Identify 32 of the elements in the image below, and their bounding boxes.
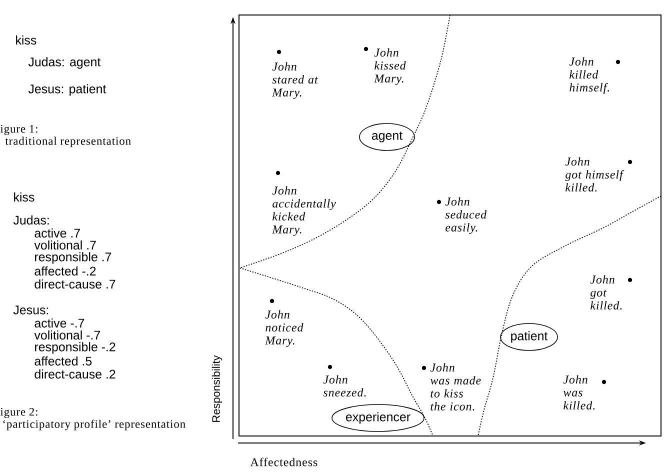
feature-value: direct-cause .7	[34, 279, 116, 289]
feature-value: affected .5	[34, 356, 92, 366]
feature-value: volitional -.7	[34, 330, 100, 340]
participant-name: Judas:	[13, 215, 49, 225]
figure-caption: igure 1:	[0, 124, 38, 136]
figure-caption: traditional representation	[5, 136, 131, 148]
verb-heading: kiss	[14, 192, 34, 202]
role-assignment: Judas: agent	[28, 57, 101, 69]
example-sentence: John seduced easily.	[445, 197, 487, 234]
feature-value: active .7	[34, 228, 80, 238]
example-sentence: John stared at Mary.	[272, 62, 318, 99]
axis-label: Affectedness	[250, 458, 318, 466]
feature-value: responsible -.2	[35, 342, 116, 354]
role-assignment: Jesus: patient	[28, 84, 106, 96]
example-sentence: John killed himself.	[569, 57, 609, 94]
figure-caption: ‘participatory profile’ representation	[3, 420, 186, 430]
feature-value: responsible .7	[35, 252, 112, 264]
example-sentence: John was made to kiss the icon.	[430, 363, 481, 410]
figure-caption: igure 2:	[0, 408, 38, 418]
feature-value: direct-cause .2	[34, 369, 116, 379]
example-sentence: John got killed.	[590, 275, 622, 310]
axis-label: Responsibility	[212, 355, 222, 422]
feature-value: affected -.2	[34, 266, 96, 276]
verb-heading: kiss	[16, 35, 36, 45]
example-sentence: John got himself killed.	[565, 157, 624, 192]
example-sentence: John noticed Mary.	[265, 310, 304, 347]
example-sentence: John was killed.	[563, 375, 595, 410]
participant-name: Jesus:	[13, 306, 48, 314]
feature-value: volitional .7	[34, 240, 96, 250]
example-sentence: John accidentally kicked Mary.	[272, 186, 336, 236]
example-sentence: John kissed Mary.	[374, 48, 406, 85]
feature-value: active -.7	[34, 318, 84, 328]
